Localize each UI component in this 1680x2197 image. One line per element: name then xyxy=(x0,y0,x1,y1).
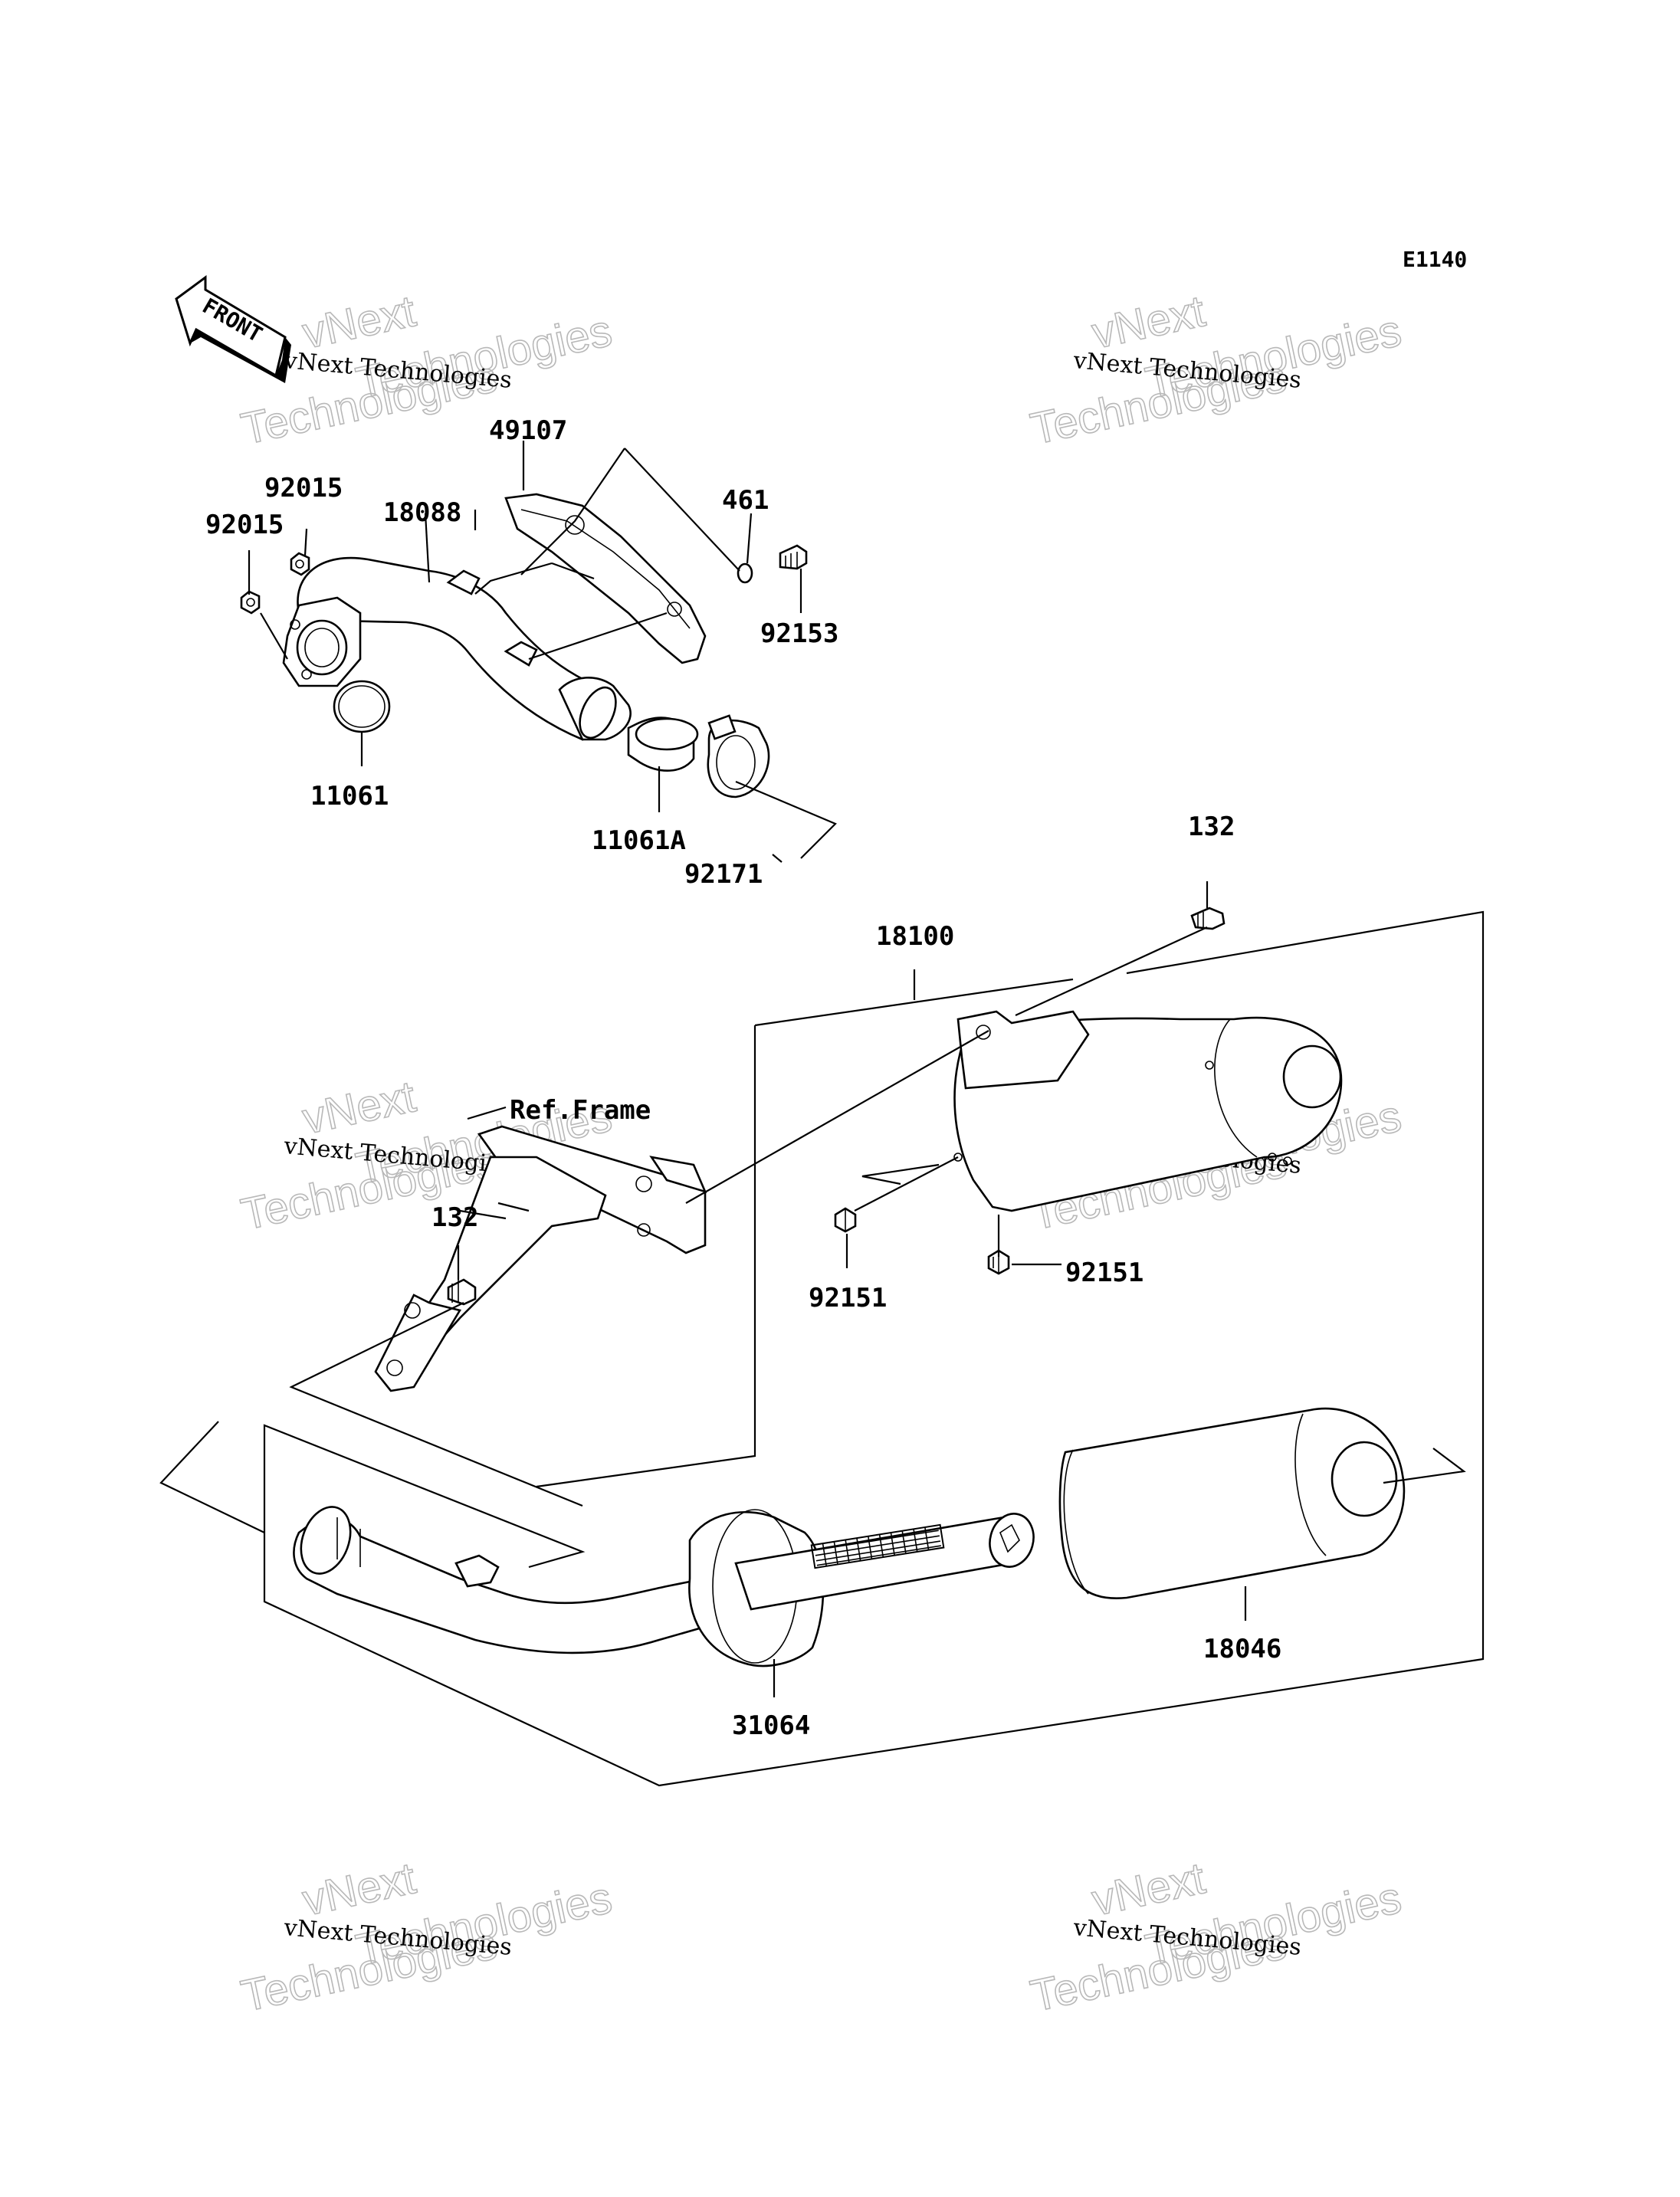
inner-pipe xyxy=(293,1506,714,1654)
nut-92015-a xyxy=(240,590,261,615)
svg-text:vNext: vNext xyxy=(298,286,420,358)
svg-text:vNext: vNext xyxy=(1088,1853,1209,1925)
bolt-92151-a xyxy=(834,1207,857,1233)
label-92015-lower: 92015 xyxy=(205,510,284,540)
header-pipe-18088 xyxy=(282,556,632,741)
clamp-92171 xyxy=(707,714,770,798)
svg-text:vNext: vNext xyxy=(1088,286,1209,358)
heat-guard-49107 xyxy=(504,493,707,664)
assembly-frame-18100 xyxy=(263,910,1485,1787)
label-132-upper: 132 xyxy=(1188,812,1235,842)
ref-frame xyxy=(374,1125,707,1392)
label-11061: 11061 xyxy=(310,781,389,812)
front-arrow-icon: FRONT xyxy=(175,275,291,383)
label-49107: 49107 xyxy=(489,415,567,446)
label-18046: 18046 xyxy=(1203,1634,1281,1664)
label-92015-upper: 92015 xyxy=(264,473,343,503)
label-461: 461 xyxy=(722,485,769,516)
leader-lines-top xyxy=(248,441,837,863)
label-92151-right: 92151 xyxy=(1065,1258,1144,1288)
svg-text:vNext: vNext xyxy=(298,1071,420,1143)
muffler-18100 xyxy=(953,1010,1343,1212)
leader-lines-middle xyxy=(289,881,1209,1507)
bolt-132-b xyxy=(447,1278,477,1306)
gasket-11061A xyxy=(627,716,699,772)
muffler-shell-18046 xyxy=(1058,1407,1466,1599)
gasket-11061 xyxy=(333,680,391,733)
baffle-31064 xyxy=(688,1509,1035,1667)
washer-461 xyxy=(737,562,753,584)
nut-92015-b xyxy=(290,552,310,576)
label-92151-left: 92151 xyxy=(809,1283,887,1313)
label-ref-frame: Ref.Frame xyxy=(510,1095,651,1126)
label-132-lower: 132 xyxy=(431,1202,478,1233)
watermark-bottom-left: vNext Technologies Technologies vNext Te… xyxy=(236,1853,616,2022)
watermark-bottom-right: vNext Technologies Technologies vNext Te… xyxy=(1025,1853,1406,2022)
label-18100: 18100 xyxy=(876,921,954,952)
diagram-code: E1140 xyxy=(1403,247,1467,272)
watermark-top-right: vNext Technologies Technologies vNext Te… xyxy=(1025,286,1406,455)
leader-lines-bottom xyxy=(159,1421,1247,1697)
label-92153: 92153 xyxy=(760,618,838,649)
bolt-92153 xyxy=(779,544,808,570)
bolt-132-a xyxy=(1190,907,1226,930)
label-18088: 18088 xyxy=(383,497,461,528)
label-11061A: 11061A xyxy=(592,825,686,856)
svg-text:vNext: vNext xyxy=(298,1853,420,1925)
label-92171: 92171 xyxy=(684,859,763,890)
label-31064: 31064 xyxy=(732,1710,810,1741)
